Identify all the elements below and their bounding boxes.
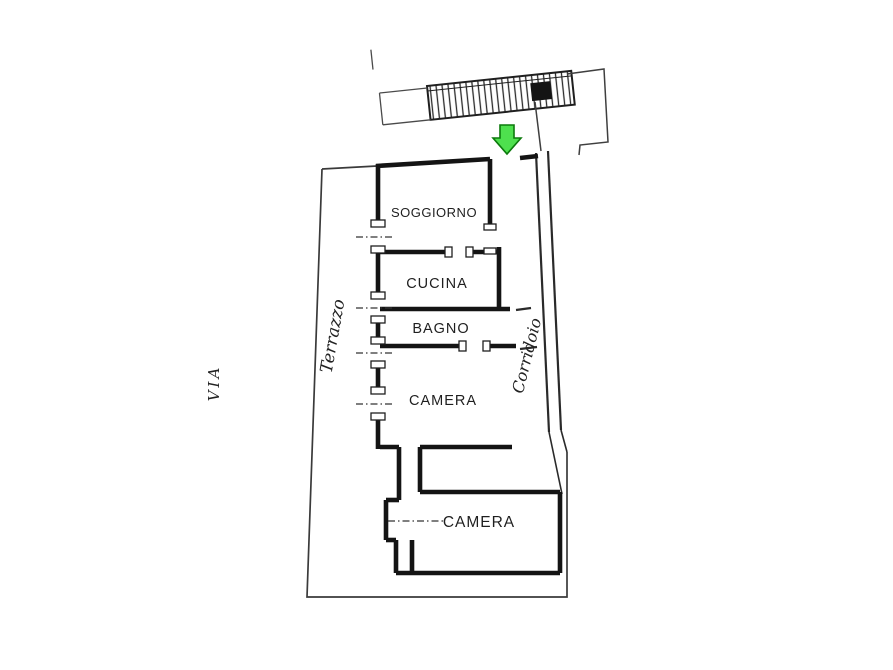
room-label-camera-2: CAMERA xyxy=(443,514,515,531)
room-label-bagno: BAGNO xyxy=(412,321,469,337)
building-walls xyxy=(375,153,563,576)
room-label-camera-1: CAMERA xyxy=(409,393,477,409)
room-label-cucina: CUCINA xyxy=(406,276,468,292)
building-context-lines xyxy=(534,68,609,156)
room-labels: SOGGIORNO CUCINA BAGNO CAMERA CAMERA xyxy=(391,205,515,531)
centerlines xyxy=(356,236,446,522)
entrance-arrow-shape xyxy=(491,124,523,156)
stair-landing-block xyxy=(530,81,553,102)
staircase xyxy=(370,49,576,126)
area-labels: VIA Terrazzo Corridoio xyxy=(205,298,545,402)
entrance-arrow-icon xyxy=(491,124,523,156)
room-label-soggiorno: SOGGIORNO xyxy=(391,205,477,220)
terrace-label: Terrazzo xyxy=(317,298,350,375)
corridor-lines xyxy=(515,150,568,495)
street-label-via: VIA xyxy=(205,365,223,402)
door-jambs xyxy=(370,219,497,421)
corridor-label: Corridoio xyxy=(508,316,545,395)
outer-boundary xyxy=(306,165,568,598)
